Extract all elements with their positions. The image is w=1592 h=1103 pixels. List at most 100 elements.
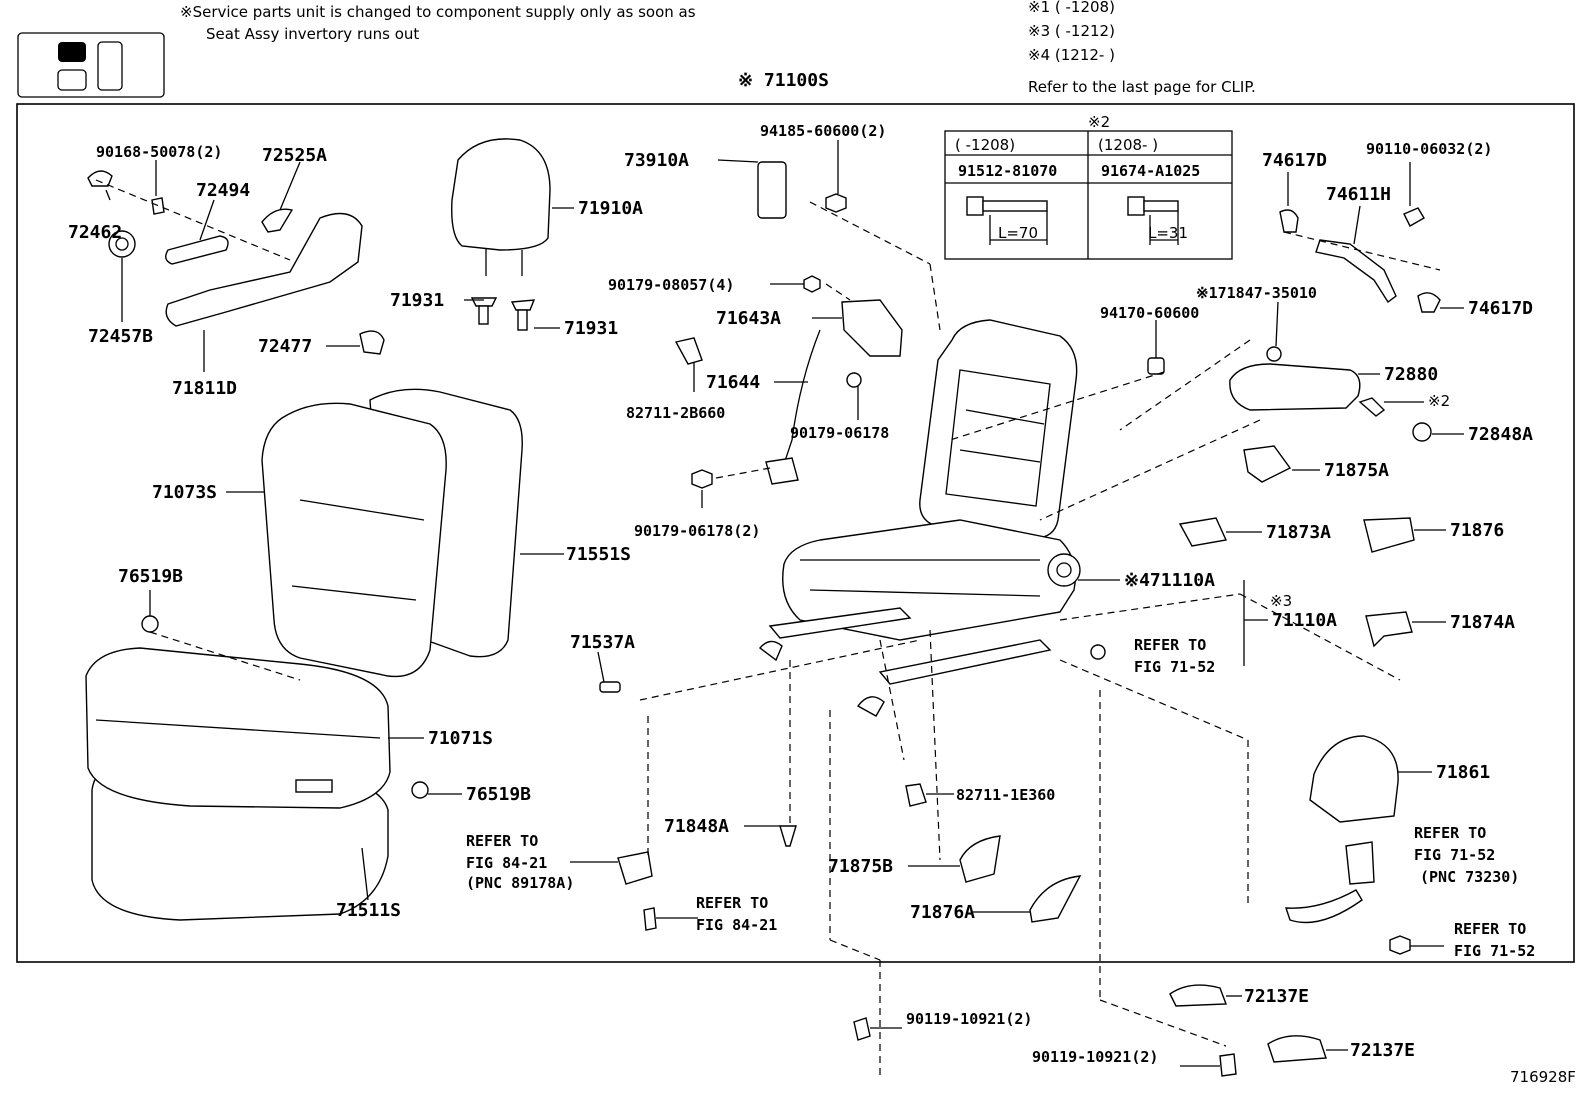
label-71643a: 71643A [716,308,781,329]
recliner-parts [674,161,941,489]
nut-90179-08057-part [803,275,821,293]
refer-7152-c-line1: REFER TO [1454,920,1526,938]
hook-76519b-a-part [141,615,159,633]
label-82711-2b660: 82711-2B660 [626,404,725,422]
label-74617d-b: 74617D [1468,298,1533,319]
refer-7152-b-line3: (PNC 73230) [1420,868,1519,886]
clip-71848a-part [779,825,797,847]
nut-90179-06178-part [846,372,862,388]
right-side-parts [949,207,1441,955]
label-74611h: 74611H [1326,184,1391,205]
label-71873a: 71873A [1266,522,1331,543]
label-82711-1e360: 82711-1E360 [956,786,1055,804]
label-94185-60600: 94185-60600(2) [760,122,886,140]
label-72137e-a: 72137E [1244,986,1309,1007]
pad-71537a-part [599,681,621,693]
cushion-parts [85,631,429,921]
guide-71931-a-part [470,297,498,307]
cover-73910a-part [757,161,787,219]
refer-8421-a-line2: FIG 84-21 [466,854,547,872]
label-90110-06032: 90110-06032(2) [1366,140,1492,158]
label-x2: ※2 [1428,392,1450,410]
assembly-label: ※ 71100S [738,70,829,91]
cover-71875b-part [959,835,1001,883]
cover-71874a-part [1365,611,1413,648]
cover-71875a-part [1243,445,1292,483]
seatback-frame-part [919,319,1078,539]
bolt-col1-length: L=70 [998,224,1038,242]
armrest-72880-part [1229,363,1361,411]
label-90179-06178: 90179-06178 [790,424,889,442]
cap-74617d-b-part [1417,292,1441,313]
cushion-cover-71071s-part [85,647,391,809]
refer-7152-a-line1: REFER TO [1134,636,1206,654]
bolt-spec-table: ※2 ( -1208) (1208- ) 91512-81070 91674-A… [944,113,1233,260]
figure-id: 716928F [1510,1068,1576,1086]
part-labels: 90168-50078(2) 72525A 72494 72462 72457B… [68,122,1535,1066]
seat-track-right-part [878,639,1052,685]
legend-3: ※3 ( -1212) [1028,22,1115,40]
nut-94185-part [825,193,847,213]
label-71071s: 71071S [428,728,493,749]
label-73910a: 73910A [624,150,689,171]
knob-72457b-part [108,230,136,258]
refer-8421-b-line2: FIG 84-21 [696,916,777,934]
clip-82711-1e360-part [905,783,927,807]
bolt-col1-header: ( -1208) [955,136,1015,154]
headrest-71910a-part [451,138,551,251]
lever-72494-part [165,235,229,265]
label-72462: 72462 [68,222,122,243]
label-71551s: 71551S [566,544,631,565]
nut-171847-part [1266,346,1282,362]
label-71876a: 71876A [910,902,975,923]
clip-72477-part [359,330,385,355]
seatbelt-buckle-part [1345,841,1375,885]
service-note-line1: ※Service parts unit is changed to compon… [180,3,696,21]
nut-94170-part [1147,357,1165,375]
label-71876: 71876 [1450,520,1504,541]
bolt-8421-part [643,907,657,931]
label-71511s: 71511S [336,900,401,921]
label-90179-06178-2: 90179-06178(2) [634,522,760,540]
cover-72137e-a-part [1169,984,1227,1007]
cover-72137e-b-part [1267,1035,1327,1063]
label-x3: ※3 [1270,592,1292,610]
label-171847-35010: ※171847-35010 [1196,284,1317,302]
cover-71876a-part [1029,875,1082,923]
legend-4: ※4 (1212- ) [1028,46,1115,64]
label-90179-08057: 90179-08057(4) [608,276,734,294]
diagram-frame [16,103,1575,963]
seat-frame [758,319,1081,717]
bolt-col2-header: (1208- ) [1098,136,1158,154]
bolt-90119-b-part [1219,1053,1237,1077]
seat-position-icon [17,32,165,98]
cable-71644-part [781,329,821,471]
label-72494: 72494 [196,180,250,201]
cap-72848a-part [1412,422,1432,442]
refer-8421-a-line1: REFER TO [466,832,538,850]
cover-71861-part [1309,735,1399,823]
label-76519b-b: 76519B [466,784,531,805]
label-71848a: 71848A [664,816,729,837]
clip-82711-2b660-part [674,337,703,365]
refer-8421-a-line3: (PNC 89178A) [466,874,574,892]
label-71874a: 71874A [1450,612,1515,633]
recliner-71643a-part [841,299,903,357]
label-71875a: 71875A [1324,460,1389,481]
label-90119-10921-b: 90119-10921(2) [1032,1048,1158,1066]
label-72880: 72880 [1384,364,1438,385]
label-72477: 72477 [258,336,312,357]
refer-7152-c-line2: FIG 71-52 [1454,942,1535,960]
nut-90179-06178-2-part [691,469,713,489]
label-71537a: 71537A [570,632,635,653]
seat-track-left-part [768,607,912,639]
cover-71876-part [1363,517,1415,553]
screw-90168-part [151,197,165,215]
guide-71931-b-part [510,299,536,311]
bolt-col2-length: L=31 [1148,224,1188,242]
bolt-90119-a-part [853,1017,871,1041]
label-71861: 71861 [1436,762,1490,783]
label-90168-50078: 90168-50078(2) [96,143,222,161]
cover-71873a-part [1178,517,1228,547]
